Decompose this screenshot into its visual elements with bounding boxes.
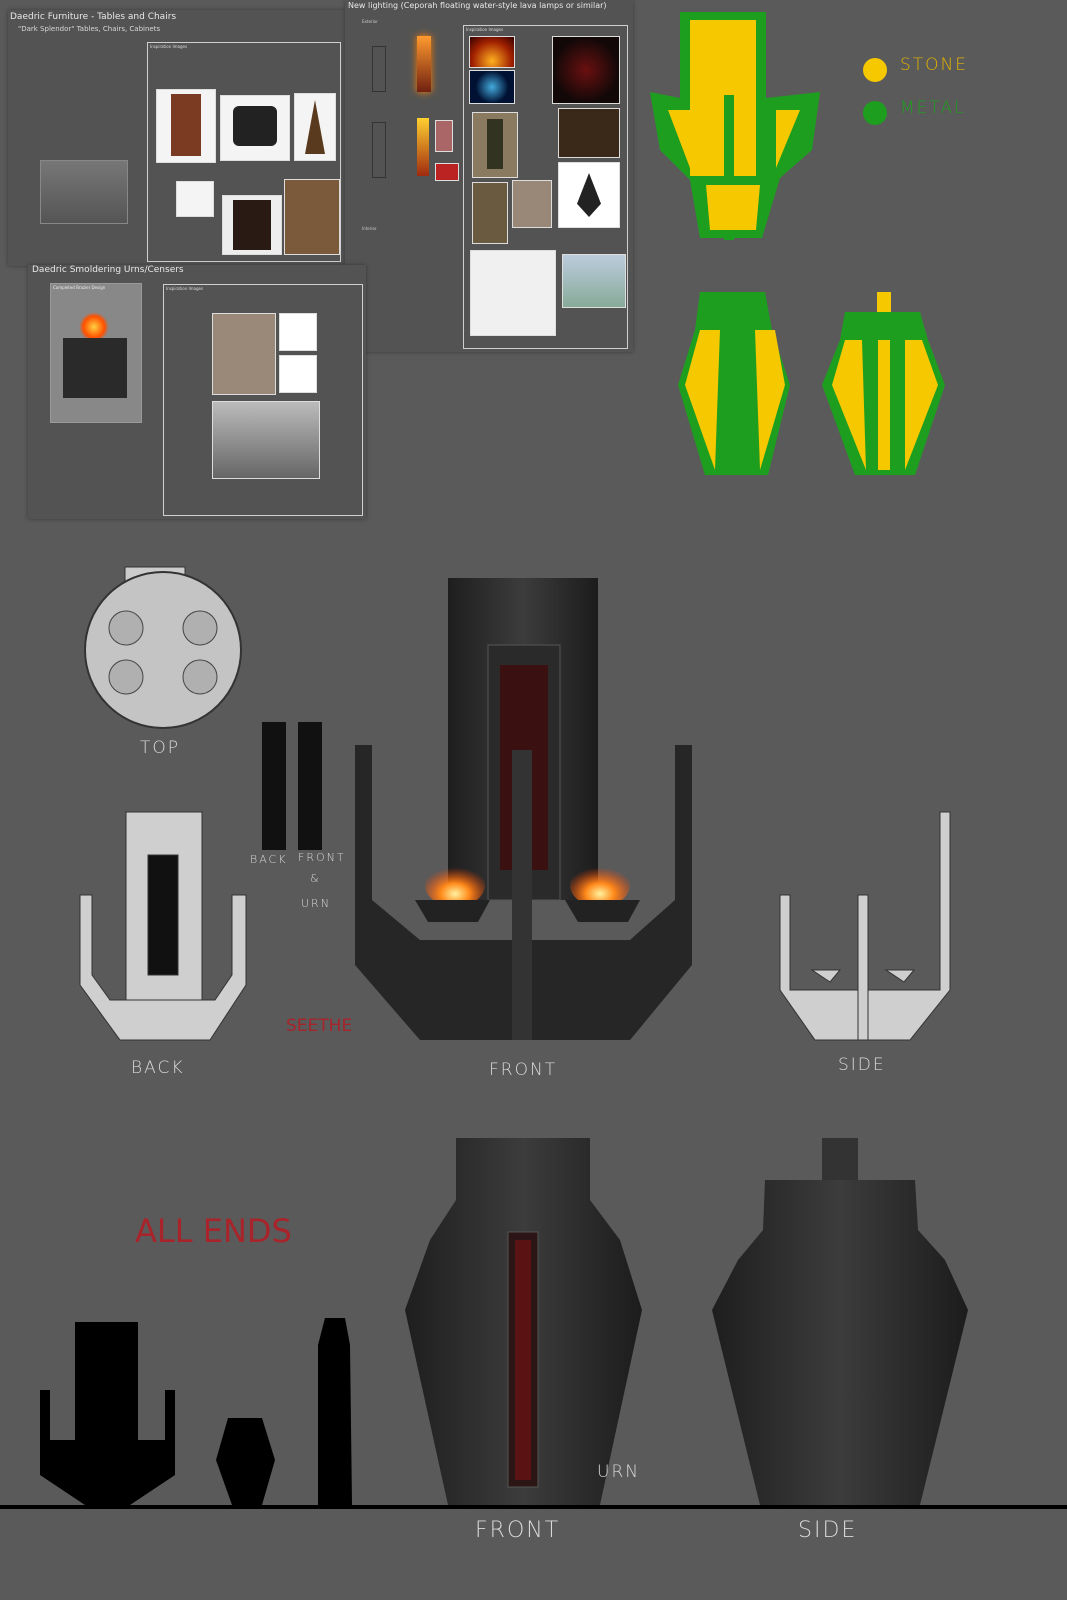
- urn-side-render: [712, 1138, 968, 1505]
- urns-title: Daedric Smoldering Urns/Censers: [32, 265, 184, 275]
- stone-swatch: [863, 58, 887, 82]
- red-light-image: [552, 36, 620, 104]
- lighting-panel: New lighting (Ceporah floating water-sty…: [345, 0, 633, 352]
- lava-thumb: [435, 120, 453, 152]
- inspiration-label: Inspiration Images: [150, 44, 188, 49]
- stool-image: [176, 181, 214, 217]
- furniture-panel: Daedric Furniture - Tables and Chairs "D…: [8, 10, 348, 266]
- glyph-pattern-front: [298, 722, 322, 850]
- urns-panel: Daedric Smoldering Urns/Censers Complete…: [28, 265, 366, 519]
- lamp-sketch-2: [372, 122, 386, 178]
- glyph-and-label: &: [310, 872, 321, 885]
- chair-image-2: [294, 93, 336, 161]
- ring-image: [279, 355, 317, 393]
- urn-material-diagram-front: [678, 292, 790, 475]
- monument-image: [562, 254, 626, 308]
- top-view-label: TOP: [140, 738, 181, 758]
- table-render-image: [40, 160, 128, 224]
- sphere-lamp-image: [472, 182, 508, 244]
- seethe-inscription: SEETHE: [286, 1016, 353, 1036]
- back-view-label: BACK: [131, 1058, 185, 1078]
- interior-label: Interior: [362, 226, 377, 231]
- blue-lamp-image: [469, 70, 515, 104]
- urn-label: URN: [597, 1462, 640, 1482]
- black-chandelier-image: [558, 162, 620, 228]
- metal-label: METAL: [900, 98, 966, 118]
- brazier-material-diagram: [650, 12, 820, 240]
- brazier-design-image: Completed Brazier Design: [50, 283, 142, 423]
- brazier-photo: [212, 313, 276, 395]
- pillar-image: [472, 112, 518, 178]
- design-label: Completed Brazier Design: [53, 285, 106, 290]
- furniture-title: Daedric Furniture - Tables and Chairs: [10, 12, 177, 22]
- side-view-label: SIDE: [838, 1055, 886, 1075]
- glyph-pattern-back: [262, 722, 286, 850]
- chair-image: [220, 95, 290, 161]
- urn-front-render: [405, 1138, 642, 1505]
- urn-front-label: FRONT: [475, 1518, 561, 1543]
- brazier-top-view: [84, 566, 242, 729]
- vases-image: [212, 401, 320, 479]
- hourglass-stool-image: [279, 313, 317, 351]
- urn-side-label: SIDE: [798, 1518, 858, 1543]
- glyph-back-label: BACK: [250, 853, 288, 866]
- glyph-front-label: FRONT: [298, 851, 346, 864]
- red-fruit-thumb: [435, 163, 459, 181]
- sculpture-image: [512, 180, 552, 228]
- metal-swatch: [863, 101, 887, 125]
- lava-lamp-image: [469, 36, 515, 68]
- urns-inspiration-frame: Inspiration Images: [163, 284, 363, 516]
- furniture-subtitle: "Dark Splendor" Tables, Chairs, Cabinets: [18, 25, 161, 33]
- scale-silhouettes: [0, 1318, 1067, 1509]
- lighting-inspiration-frame: Inspiration Images: [463, 25, 628, 349]
- furniture-inspiration-frame: Inspiration Images: [147, 42, 341, 262]
- urn-material-diagram-side: [822, 292, 945, 475]
- inspiration-label: Inspiration Images: [166, 286, 204, 291]
- lighting-title: New lighting (Ceporah floating water-sty…: [348, 1, 607, 10]
- cabinet-image: [156, 89, 216, 163]
- lamp-render: [417, 36, 431, 92]
- lamp-render-2: [417, 118, 429, 176]
- front-view-label: FRONT: [489, 1060, 558, 1080]
- brazier-front-render: [355, 578, 692, 1040]
- inspiration-label: Inspiration Images: [466, 27, 504, 32]
- table-image: [284, 179, 340, 255]
- exterior-label: Exterior: [362, 19, 378, 24]
- brazier-back-view: [79, 811, 247, 1041]
- glyph-urn-label: URN: [301, 897, 331, 910]
- lamp-sketch: [372, 46, 386, 92]
- chandelier-image: [558, 108, 620, 158]
- cabinet-image-2: [222, 195, 282, 255]
- stone-label: STONE: [900, 55, 969, 75]
- candles-image: [470, 250, 556, 336]
- brazier-side-view: [779, 811, 951, 1041]
- all-ends-inscription: ALL ENDS: [135, 1212, 292, 1250]
